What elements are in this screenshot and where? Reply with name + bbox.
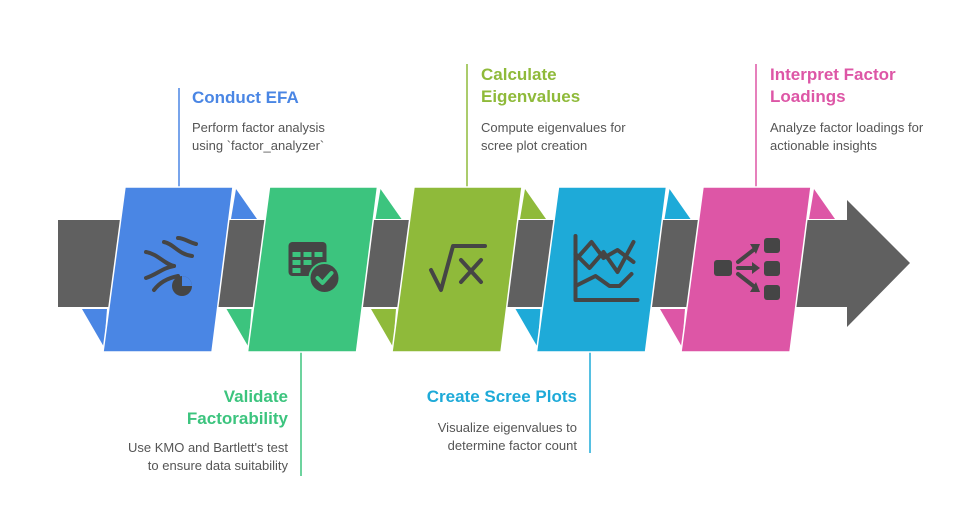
step-2-title-line-2: Factorability: [186, 409, 288, 428]
step-3-panel: [371, 186, 546, 353]
panel-body: [535, 186, 668, 353]
panel-fold-top: [375, 189, 402, 219]
panel-fold-bottom: [82, 309, 107, 347]
panel-fold-top: [809, 189, 835, 219]
step-5-desc-line-2: actionable insights: [770, 138, 877, 153]
step-5-panel: [660, 186, 835, 353]
panel-fold-bottom: [515, 309, 541, 347]
step-3-title-line-2: Eigenvalues: [481, 87, 581, 106]
line-chart-icon: [573, 234, 640, 302]
data-flow-pie-icon: [144, 236, 198, 296]
panel-fold-top: [664, 189, 691, 219]
arrow-head: [847, 200, 910, 327]
step-2-desc-line-2: to ensure data suitability: [147, 458, 288, 473]
step-4-title: Create Scree Plots: [426, 387, 577, 406]
step-5-desc-line-1: Analyze factor loadings for: [770, 120, 924, 135]
step-4-desc-line-2: determine factor count: [447, 438, 577, 453]
panel-fold-bottom: [371, 309, 396, 347]
hierarchy-arrows-icon: [714, 238, 780, 300]
step-1-title: Conduct EFA: [192, 88, 299, 107]
table-check-icon: [288, 242, 341, 294]
step-1-panel: [82, 186, 257, 353]
step-5-title-line-2: Loadings: [770, 87, 846, 106]
step-3-desc-line-1: Compute eigenvalues for: [481, 120, 626, 135]
step-2-desc-line-1: Use KMO and Bartlett's test: [128, 440, 288, 455]
step-3-title-line-1: Calculate: [481, 65, 557, 84]
panel-fold-bottom: [226, 309, 252, 347]
panel-fold-bottom: [660, 309, 685, 347]
step-4-panel: [515, 186, 691, 353]
step-2-title-line-1: Validate: [223, 387, 288, 406]
step-2-panel: [226, 186, 402, 353]
step-4-desc-line-1: Visualize eigenvalues to: [437, 420, 577, 435]
square-root-icon: [429, 244, 487, 292]
panel-fold-top: [231, 189, 257, 219]
step-5-title-line-1: Interpret Factor: [770, 65, 896, 84]
step-1-desc-line-2: using `factor_analyzer`: [192, 138, 325, 153]
step-3-desc-line-2: scree plot creation: [481, 138, 588, 153]
panel-fold-top: [520, 189, 546, 219]
panel-body: [391, 186, 523, 353]
step-1-desc-line-1: Perform factor analysis: [192, 120, 325, 135]
